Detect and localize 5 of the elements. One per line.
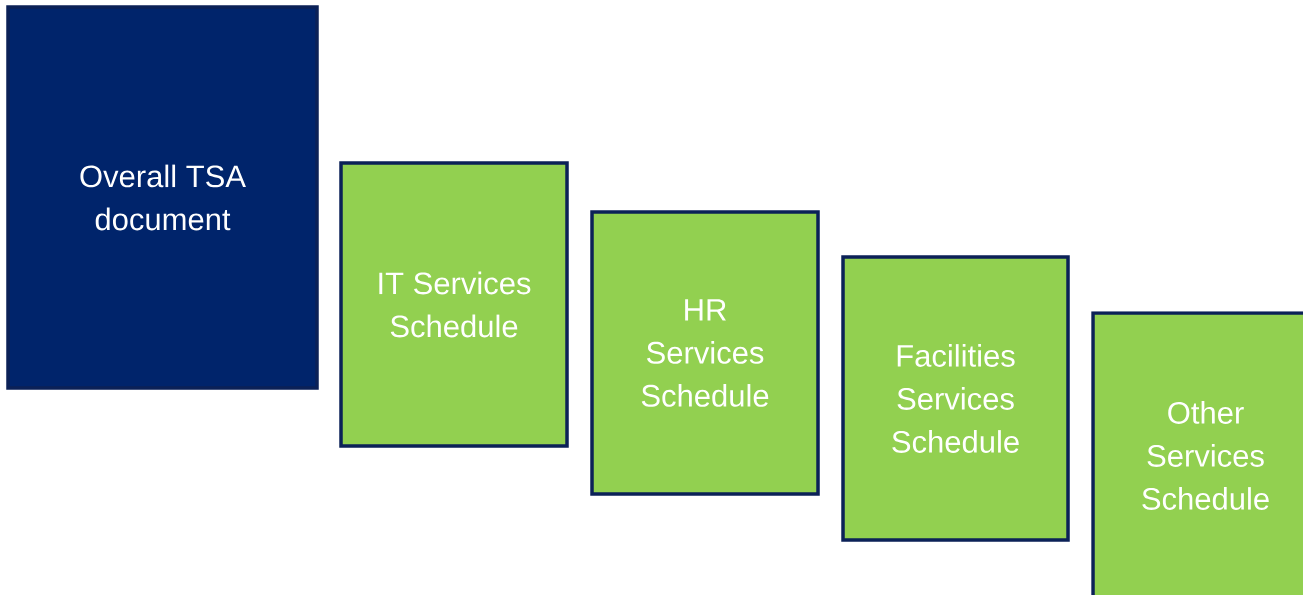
schedule-box: Facilities Services Schedule [841, 255, 1070, 542]
schedule-box: Other Services Schedule [1091, 311, 1303, 595]
document-box: Overall TSA document [6, 5, 319, 390]
schedule-box: HR Services Schedule [590, 210, 820, 496]
schedule-box: IT Services Schedule [339, 161, 569, 448]
